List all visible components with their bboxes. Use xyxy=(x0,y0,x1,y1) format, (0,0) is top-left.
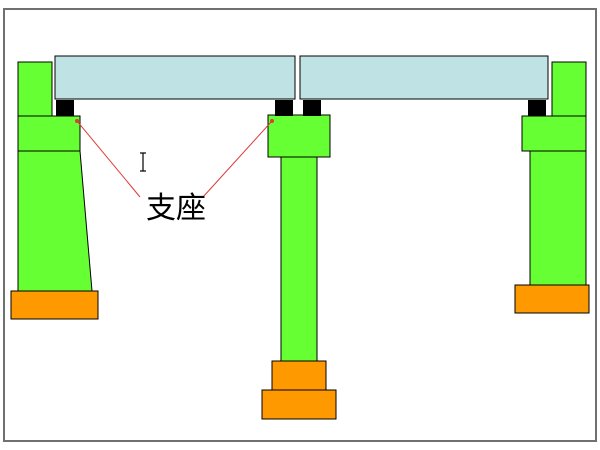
left-abutment-backwall xyxy=(17,61,53,119)
deck-beam-left xyxy=(54,55,296,100)
leader-endpoint-center xyxy=(270,119,274,123)
center-pier-footing-upper xyxy=(271,360,327,391)
bearing-pad-center-right xyxy=(303,100,321,116)
right-abutment-footing xyxy=(514,284,590,314)
right-abutment-backwall xyxy=(551,61,587,119)
leader-line-center xyxy=(202,120,273,198)
center-pier xyxy=(261,114,337,420)
bearing-pad-left xyxy=(56,100,74,116)
left-abutment-body xyxy=(17,150,93,292)
text-cursor-icon xyxy=(140,152,146,172)
center-pier-footing-lower xyxy=(261,389,337,420)
left-abutment-footing xyxy=(10,290,99,320)
right-abutment xyxy=(514,61,590,314)
right-abutment-cap xyxy=(521,115,587,152)
bearing-label: 支座 xyxy=(146,191,206,226)
bearing-pad-center-left xyxy=(275,100,293,116)
bearing-pad-right xyxy=(528,100,546,116)
center-pier-cap xyxy=(267,114,331,158)
leader-endpoint-left xyxy=(75,119,79,123)
leader-line-left xyxy=(76,120,141,198)
left-abutment-cap xyxy=(17,115,81,152)
center-pier-column xyxy=(280,156,318,362)
deck-beam-right xyxy=(299,55,549,100)
right-abutment-body xyxy=(529,150,587,286)
left-abutment xyxy=(10,61,99,320)
